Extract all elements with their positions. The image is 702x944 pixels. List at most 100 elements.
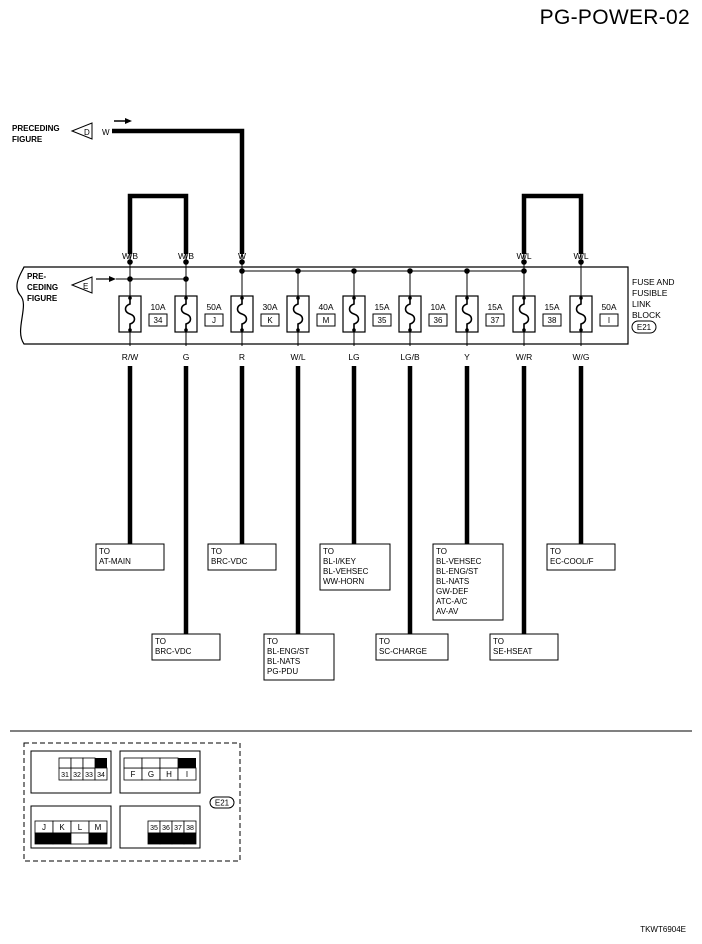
destination-box	[489, 633, 559, 661]
legend-pin-label: M	[95, 823, 102, 832]
destination-box	[319, 543, 391, 591]
legend-key-block	[88, 832, 108, 845]
fuse-terminal-dot	[465, 328, 469, 332]
block-label-line3: LINK	[632, 299, 651, 309]
fuse-id: 38	[548, 316, 557, 325]
destination-line: PG-PDU	[267, 667, 298, 676]
fuse-id: I	[608, 316, 610, 325]
fuse-id: 36	[434, 316, 443, 325]
legend-pin-label: 35	[150, 825, 158, 832]
fuse-id-box	[204, 313, 224, 327]
legend-pin-label: L	[78, 823, 83, 832]
preceding-left-line3: FIGURE	[27, 294, 58, 303]
legend-pin-label: 37	[174, 825, 182, 832]
fuse-id-box	[542, 313, 562, 327]
fuse-symbol-icon	[461, 298, 473, 330]
output-wire-label: G	[183, 352, 190, 362]
fuse-amp: 50A	[601, 302, 616, 312]
legend-connector-label: E21	[215, 799, 230, 808]
destination-line: BL-NATS	[267, 657, 300, 666]
output-wires: R/WTOAT-MAINGTOBRC-VDCRTOBRC-VDCW/LTOBL-…	[95, 332, 616, 681]
legend-pin-label: 32	[73, 772, 81, 779]
output-wire-label: W/R	[516, 352, 533, 362]
wire-wl-loop	[521, 193, 584, 254]
preceding-figure-top: PRECEDING FIGURE D W	[12, 118, 132, 144]
preceding-left-line2: CEDING	[27, 283, 58, 292]
block-label-line1: FUSE AND	[632, 277, 675, 287]
destination-line: BL-NATS	[436, 577, 469, 586]
block-label-line2: FUSIBLE	[632, 288, 668, 298]
destination-box	[95, 543, 165, 571]
bus-junction-dot	[578, 259, 584, 265]
destination-line: BRC-VDC	[211, 557, 248, 566]
legend-pin-label: 34	[97, 772, 105, 779]
legend-key-block	[95, 758, 107, 768]
destination-line: WW-HORN	[323, 577, 364, 586]
fuse-symbol-icon	[292, 298, 304, 330]
fuse-terminal-dot	[408, 296, 412, 300]
fuse-group: 10A3450AJ30AK40AM15A3510A3615A3715A3850A…	[118, 271, 619, 333]
fuse-terminal-dot	[522, 296, 526, 300]
left-arrow-icon	[109, 276, 116, 282]
fuse-id-box	[148, 313, 168, 327]
fuse-terminal-dot	[408, 328, 412, 332]
fuse-amp: 30A	[262, 302, 277, 312]
fuse-terminal-dot	[352, 328, 356, 332]
fuse-id-box	[485, 313, 505, 327]
fuse-id: 35	[378, 316, 387, 325]
fuse-symbol-icon	[404, 298, 416, 330]
destination-line: ATC-A/C	[436, 597, 468, 606]
fuse-terminal-dot	[184, 328, 188, 332]
destination-box	[432, 543, 504, 621]
legend-empty-cell	[70, 832, 90, 845]
output-wire-label: R	[239, 352, 245, 362]
preceding-top-line2: FIGURE	[12, 135, 43, 144]
fuse-id: K	[267, 316, 273, 325]
legend-key-block	[159, 832, 173, 845]
destination-box	[546, 543, 616, 571]
destination-line: BL-ENG/ST	[436, 567, 478, 576]
fuse-symbol-icon	[348, 298, 360, 330]
fuse-amp: 15A	[374, 302, 389, 312]
fuse-terminal-dot	[128, 328, 132, 332]
fuse-terminal-dot	[579, 328, 583, 332]
legend-empty-cell	[82, 757, 96, 769]
preceding-top-connector: D	[84, 128, 90, 137]
destination-line: BL-ENG/ST	[267, 647, 309, 656]
destination-line: BRC-VDC	[155, 647, 192, 656]
legend-pin-label: J	[42, 823, 46, 832]
fuse-terminal-dot	[240, 328, 244, 332]
destination-line: TO	[379, 637, 390, 646]
fuse-id-box	[599, 313, 619, 327]
page-title: PG-POWER-02	[539, 6, 690, 29]
fuse-amp: 10A	[430, 302, 445, 312]
direction-arrow-icon	[125, 118, 132, 124]
bus-junction-dot	[183, 276, 189, 282]
block-connector-badge	[631, 320, 657, 334]
fuse-K: 30A K	[230, 295, 280, 333]
destination-line: BL-I/KEY	[323, 557, 357, 566]
preceding-figure-left: PRE- CEDING FIGURE E	[27, 272, 116, 303]
bus-junction-dot	[183, 259, 189, 265]
fuse-terminal-dot	[465, 296, 469, 300]
preceding-top-wire: W	[102, 128, 110, 137]
output-wire-label: W/L	[290, 352, 305, 362]
wire-w-feed	[112, 128, 245, 254]
legend-pin-label: 31	[61, 772, 69, 779]
bus-junction-dot	[127, 276, 133, 282]
legend-empty-cell	[70, 757, 84, 769]
destination-box	[207, 543, 277, 571]
fuse-id-box	[316, 313, 336, 327]
destination-box	[375, 633, 449, 661]
legend-empty-cell	[58, 757, 72, 769]
legend-key-block	[183, 832, 197, 845]
destination-box	[151, 633, 221, 661]
fuse-amp: 10A	[150, 302, 165, 312]
legend-pin-label: I	[186, 770, 188, 779]
